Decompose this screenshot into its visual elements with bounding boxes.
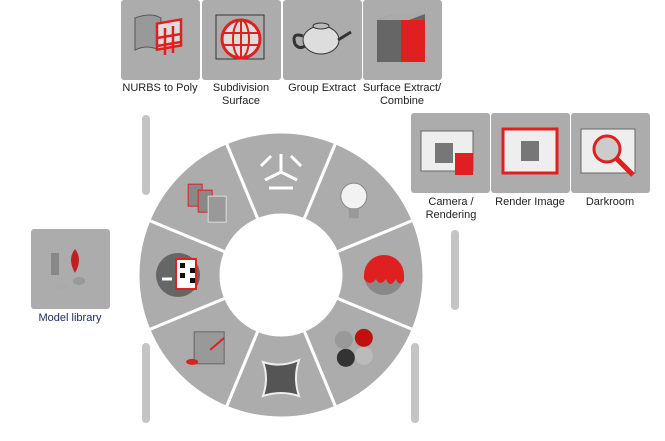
ring-item-uv-mapping[interactable] (136, 218, 228, 332)
scroll-handle[interactable] (142, 115, 150, 195)
render-image-label: Render Image (495, 196, 565, 208)
material-library-icon (334, 328, 373, 367)
transform-icon (259, 154, 303, 190)
scroll-handle[interactable] (142, 343, 150, 423)
surface-extract-combine-button[interactable] (363, 0, 442, 80)
render-image-button[interactable] (491, 113, 570, 193)
camera-rendering-button[interactable] (411, 113, 490, 193)
group-extract-label: Group Extract (288, 82, 356, 94)
scroll-handle[interactable] (411, 343, 419, 423)
camera-rendering-icon (420, 130, 474, 175)
nurbs-to-poly-button[interactable] (121, 0, 200, 80)
scroll-handle[interactable] (451, 230, 459, 310)
nurbs-to-poly-label: NURBS to Poly (122, 82, 198, 94)
light-icon (340, 182, 368, 219)
surface-light-icon (186, 331, 225, 365)
model-library-icon (51, 249, 85, 290)
render-image-icon (501, 127, 559, 175)
ring-item-material-paint[interactable] (334, 218, 426, 332)
group-extract-button[interactable] (283, 0, 362, 80)
ring-item-material-library[interactable] (302, 296, 416, 410)
ring-item-surface-light[interactable] (146, 296, 260, 410)
ring-item-cylinders[interactable] (146, 140, 260, 254)
ring-item-environment[interactable] (224, 328, 338, 420)
surface-extract-label: Surface Extract/ Combine (362, 82, 442, 107)
environment-icon (261, 358, 301, 398)
subdivision-surface-button[interactable] (202, 0, 281, 80)
uv-mapping-icon (156, 253, 200, 297)
surface-extract-icon (377, 14, 425, 62)
model-library-button[interactable] (31, 229, 110, 309)
model-library-label: Model library (38, 312, 102, 324)
cylinders-icon (187, 183, 227, 223)
camera-rendering-label: Camera / Rendering (425, 196, 477, 221)
darkroom-icon (580, 128, 636, 177)
nurbs-to-poly-icon (134, 14, 183, 55)
darkroom-button[interactable] (571, 113, 650, 193)
subdivision-surface-icon (215, 14, 265, 60)
material-paint-icon (364, 255, 404, 295)
teapot-icon (292, 22, 352, 55)
darkroom-label: Darkroom (585, 196, 635, 208)
subdivision-surface-label: Subdivision Surface (212, 82, 270, 107)
